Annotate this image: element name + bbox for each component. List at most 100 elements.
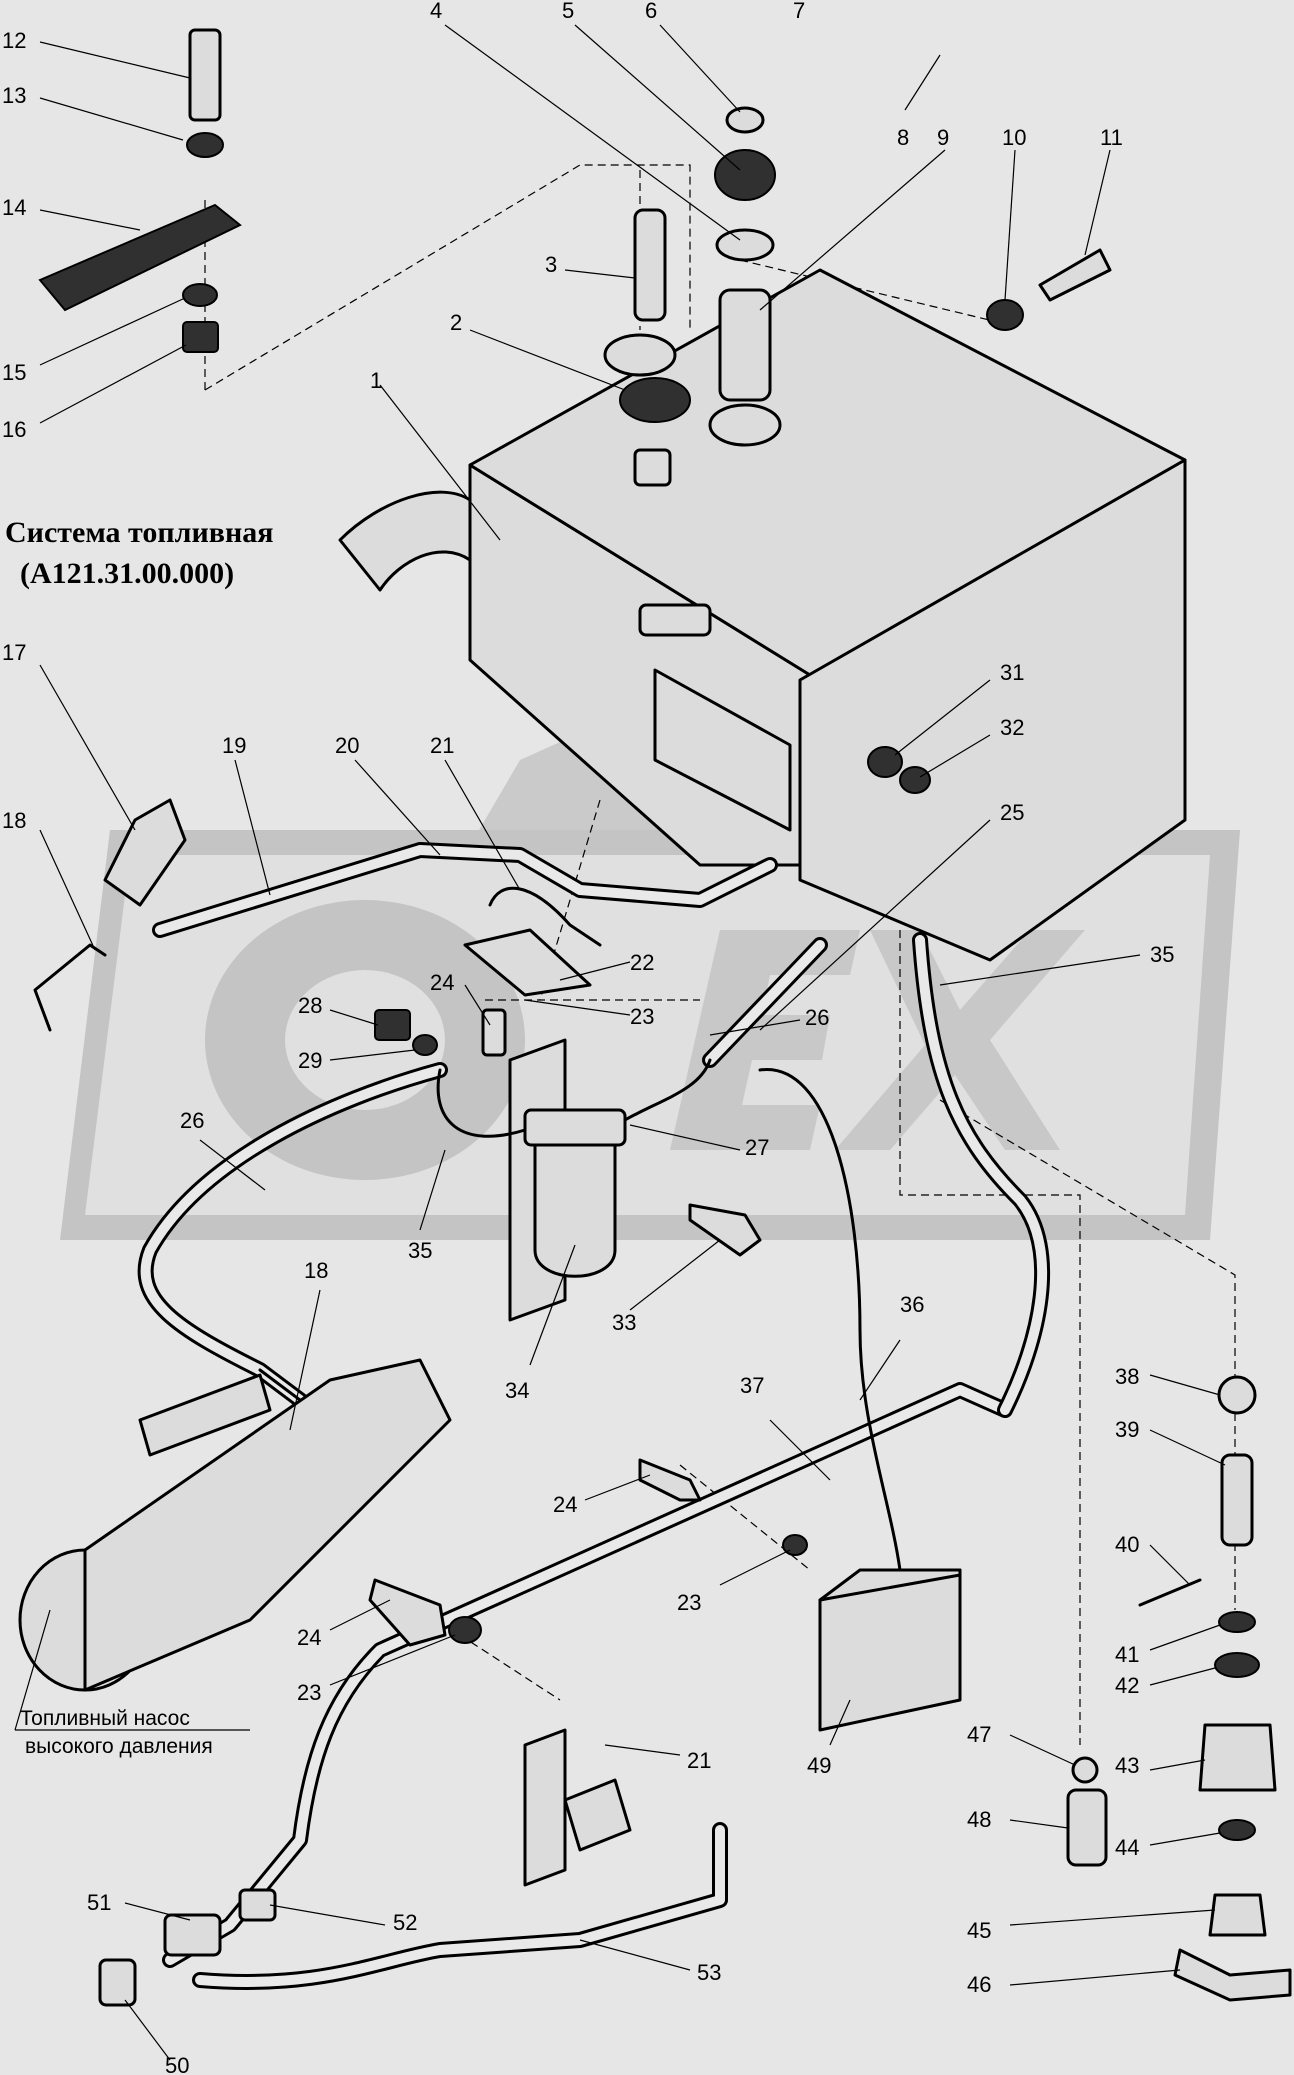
part-label: 49: [807, 1753, 831, 1778]
pipe-35b: [436, 1068, 527, 1138]
part-label: 20: [335, 733, 359, 758]
nut-28: [374, 1009, 411, 1041]
bolt-33: [688, 1203, 762, 1257]
leader-12: [39, 41, 191, 79]
pump-caption-line2: высокого давления: [25, 1735, 213, 1758]
leader-41: [1149, 1624, 1221, 1651]
leader-1: [379, 384, 501, 541]
part-label: 43: [1115, 1753, 1139, 1778]
watermark-e: [670, 930, 860, 1150]
leader-24: [464, 984, 491, 1026]
washer-44: [1218, 1819, 1256, 1841]
part-label: 21: [430, 733, 454, 758]
part-label: 10: [1002, 125, 1026, 150]
leader-23b: [719, 1549, 791, 1586]
leader-21b: [604, 1744, 681, 1756]
cap-5: [714, 149, 776, 201]
leader-53: [579, 1939, 691, 1971]
part-label: 24: [430, 970, 454, 995]
nut-31: [867, 746, 903, 778]
washer-10: [986, 299, 1024, 331]
part-label: 6: [645, 0, 657, 23]
part-label: 27: [745, 1135, 769, 1160]
part-label: 45: [967, 1918, 991, 1943]
pipe-20-inner: [155, 845, 775, 935]
screen-9: [718, 288, 772, 402]
leader-22: [559, 961, 631, 981]
part-label: 38: [1115, 1364, 1139, 1389]
pipe-53-inner: [195, 1825, 725, 1987]
pump-body: [83, 1358, 452, 1692]
leader-39: [1149, 1429, 1226, 1466]
dashed-line: [899, 930, 1081, 1745]
part-label: 7: [793, 0, 805, 23]
watermark-x: [835, 930, 1085, 1150]
leader-13: [39, 97, 184, 141]
part-label: 23: [677, 1590, 701, 1615]
fitting-52: [238, 1888, 277, 1922]
leader-40: [1149, 1544, 1191, 1586]
tank-end-flange: [798, 458, 1187, 962]
part-label: 24: [297, 1625, 321, 1650]
part-labels: 12 13 14 15 16 4 5 6 7 8 9 10 11 3 2 1 1…: [2, 0, 1174, 2075]
bolt-24a: [481, 1008, 507, 1057]
leader-43: [1149, 1759, 1206, 1771]
bolt-tank: [638, 603, 712, 637]
part-label: 3: [545, 252, 557, 277]
part-label: 22: [630, 950, 654, 975]
ball-38: [1217, 1375, 1257, 1415]
leader-2: [469, 329, 626, 391]
bolt-24b: [638, 1458, 702, 1502]
part-label: 36: [900, 1292, 924, 1317]
leader-32: [919, 734, 991, 778]
part-label: 11: [1100, 125, 1123, 150]
part-label: 37: [740, 1373, 764, 1398]
pipe-35-inner: [915, 935, 1048, 1415]
leader-23: [524, 999, 631, 1016]
pipe-37-inner: [165, 1385, 1010, 1965]
leader-44: [1149, 1832, 1221, 1846]
leader-11: [1084, 149, 1111, 256]
sensor-top: [818, 1568, 962, 1602]
part-label: 28: [298, 993, 322, 1018]
leader-5: [574, 24, 741, 171]
leader-19: [234, 759, 271, 896]
leader-33: [629, 1239, 721, 1311]
pump-outlet-row: [138, 1373, 272, 1457]
leader-10: [1004, 149, 1016, 301]
part-label: 17: [2, 640, 26, 665]
oring-ring: [603, 333, 677, 377]
part-label: 46: [967, 1972, 991, 1997]
fuel-pipes: [137, 842, 1051, 1990]
part-label: 35: [1150, 942, 1174, 967]
pipe-26-inner: [140, 1065, 445, 1435]
clip-21b: [563, 1778, 632, 1852]
pipe-36: [758, 1068, 902, 1572]
ball-47: [1071, 1756, 1099, 1784]
diagram-code: (А121.31.00.000): [20, 557, 234, 590]
leader-29: [329, 1049, 416, 1061]
tank-bracket-mount: [653, 668, 792, 832]
leader-38: [1149, 1374, 1221, 1396]
clip-21: [488, 886, 602, 947]
part-label: 51: [87, 1890, 111, 1915]
washer-41: [1218, 1611, 1256, 1633]
part-label: 35: [408, 1238, 432, 1263]
leader-lines: [14, 24, 1226, 2061]
part-label: 5: [562, 0, 574, 23]
pad-21b: [523, 1728, 567, 1887]
leader-24b: [584, 1474, 651, 1501]
fitting-50: [98, 1958, 137, 2007]
part-label: 53: [697, 1960, 721, 1985]
leader-18: [39, 829, 96, 951]
part-label: 21: [687, 1748, 711, 1773]
clip-17: [103, 798, 187, 907]
leader-21: [444, 759, 521, 891]
washer-13: [186, 132, 224, 158]
leader-4: [444, 24, 741, 241]
plug-45: [1208, 1893, 1267, 1937]
part-label: 26: [180, 1108, 204, 1133]
leader-18b: [289, 1289, 321, 1431]
part-label: 44: [1115, 1835, 1139, 1860]
